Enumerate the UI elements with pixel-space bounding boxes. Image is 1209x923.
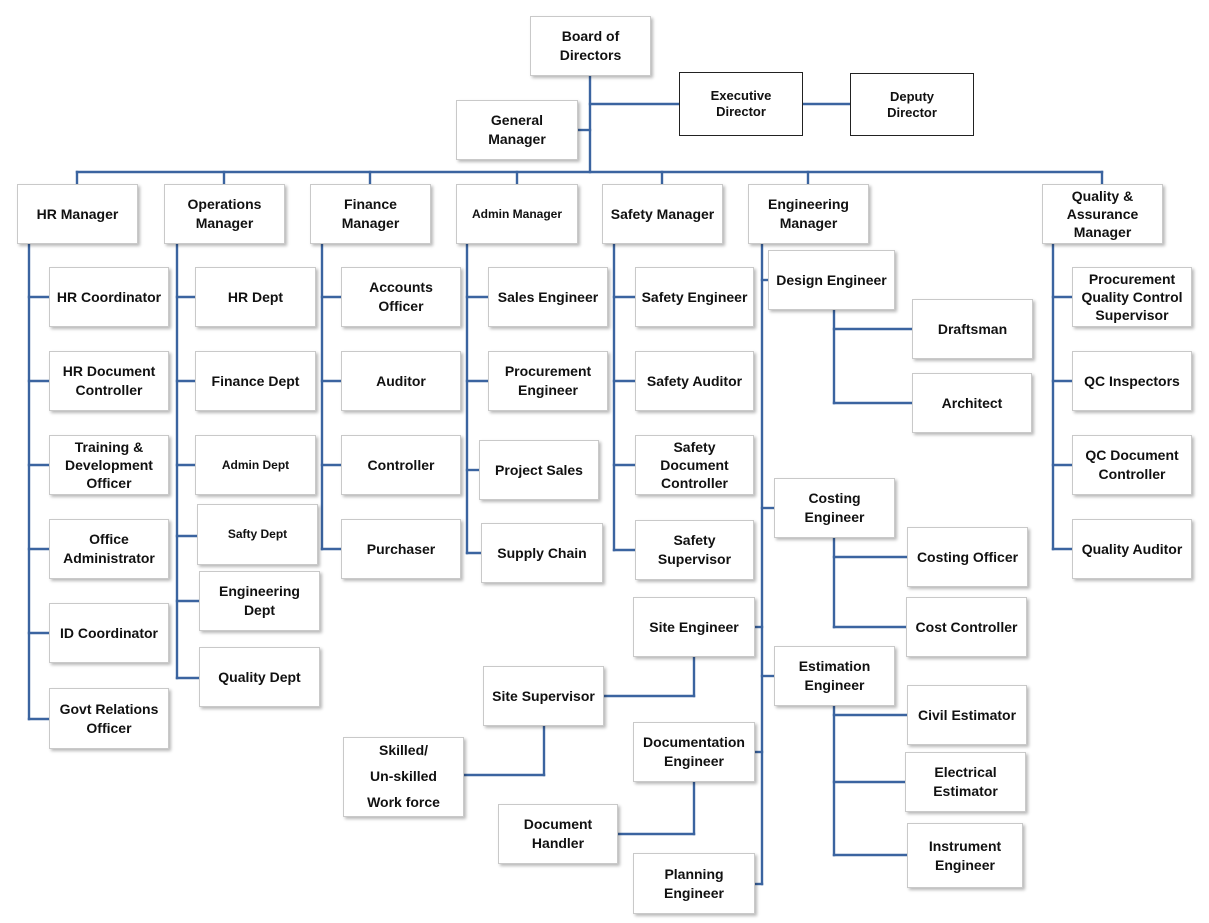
node-skilled-unskilled-work-force: Skilled/ Un-skilled Work force (343, 737, 464, 817)
node-accounts-officer: Accounts Officer (341, 267, 461, 327)
node-planning-engineer: Planning Engineer (633, 853, 755, 914)
node-hr-coordinator: HR Coordinator (49, 267, 169, 327)
node-operations-manager: Operations Manager (164, 184, 285, 244)
node-training-development-officer: Training & Development Officer (49, 435, 169, 495)
node-hr-manager: HR Manager (17, 184, 138, 244)
node-design-engineer: Design Engineer (768, 250, 895, 310)
node-project-sales: Project Sales (479, 440, 599, 500)
node-auditor: Auditor (341, 351, 461, 411)
node-safety-engineer: Safety Engineer (635, 267, 754, 327)
node-safety-document-controller: Safety Document Controller (635, 435, 754, 495)
node-costing-engineer: Costing Engineer (774, 478, 895, 538)
node-document-handler: Document Handler (498, 804, 618, 864)
node-documentation-engineer: Documentation Engineer (633, 722, 755, 782)
node-quality-dept: Quality Dept (199, 647, 320, 707)
node-id-coordinator: ID Coordinator (49, 603, 169, 663)
node-electrical-estimator: Electrical Estimator (905, 752, 1026, 812)
node-qc-inspectors: QC Inspectors (1072, 351, 1192, 411)
node-architect: Architect (912, 373, 1032, 433)
node-finance-manager: Finance Manager (310, 184, 431, 244)
node-site-supervisor: Site Supervisor (483, 666, 604, 726)
node-civil-estimator: Civil Estimator (907, 685, 1027, 745)
node-cost-controller: Cost Controller (906, 597, 1027, 657)
node-admin-dept: Admin Dept (195, 435, 316, 495)
node-quality-auditor: Quality Auditor (1072, 519, 1192, 579)
node-govt-relations-officer: Govt Relations Officer (49, 688, 169, 749)
node-hr-dept: HR Dept (195, 267, 316, 327)
node-safety-manager: Safety Manager (602, 184, 723, 244)
node-safty-dept: Safty Dept (197, 504, 318, 565)
node-procurement-quality-control-supervisor: Procurement Quality Control Supervisor (1072, 267, 1192, 327)
node-sales-engineer: Sales Engineer (488, 267, 608, 327)
node-controller: Controller (341, 435, 461, 495)
node-draftsman: Draftsman (912, 299, 1033, 359)
node-engineering-dept: Engineering Dept (199, 571, 320, 631)
node-safety-supervisor: Safety Supervisor (635, 520, 754, 580)
node-finance-dept: Finance Dept (195, 351, 316, 411)
node-executive-director: Executive Director (679, 72, 803, 136)
node-admin-manager: Admin Manager (456, 184, 578, 244)
node-quality-assurance-manager: Quality & Assurance Manager (1042, 184, 1163, 244)
node-estimation-engineer: Estimation Engineer (774, 646, 895, 706)
node-general-manager: General Manager (456, 100, 578, 160)
node-instrument-engineer: Instrument Engineer (907, 823, 1023, 888)
node-qc-document-controller: QC Document Controller (1072, 435, 1192, 495)
node-hr-document-controller: HR Document Controller (49, 351, 169, 411)
node-board-of-directors: Board of Directors (530, 16, 651, 76)
node-purchaser: Purchaser (341, 519, 461, 579)
node-site-engineer: Site Engineer (633, 597, 755, 657)
node-deputy-director: Deputy Director (850, 73, 974, 136)
node-supply-chain: Supply Chain (481, 523, 603, 583)
node-safety-auditor: Safety Auditor (635, 351, 754, 411)
node-office-administrator: Office Administrator (49, 519, 169, 579)
node-procurement-engineer: Procurement Engineer (488, 351, 608, 411)
node-engineering-manager: Engineering Manager (748, 184, 869, 244)
node-costing-officer: Costing Officer (907, 527, 1028, 587)
